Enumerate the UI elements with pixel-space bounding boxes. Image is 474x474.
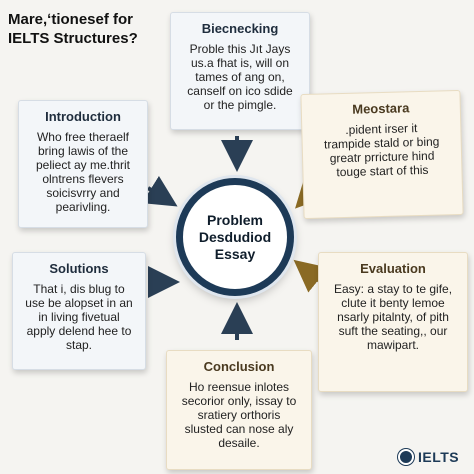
card-mid-right-heading: Meostara (352, 100, 410, 117)
card-introduction-line: Who free theraelf (36, 130, 130, 144)
card-introduction-heading: Introduction (45, 109, 121, 124)
card-evaluation: Evaluation Easy: a stay to te gife, clut… (318, 252, 468, 392)
arrow-intro (141, 175, 178, 207)
card-conclusion-line: secorior only, issay to (181, 394, 297, 408)
card-solutions-line: use be alopset in an (25, 296, 133, 310)
card-top-line: tames of ang on, (195, 70, 285, 84)
card-evaluation-line: clute it benty lemoe (341, 296, 445, 310)
central-hub: Problem Desdudiod Essay (176, 178, 294, 296)
card-conclusion-heading: Conclusion (203, 359, 275, 374)
card-introduction-line: bring lawis of the (37, 144, 129, 158)
card-conclusion-line: desaile. (218, 436, 260, 450)
hub-line: Problem (206, 211, 263, 228)
card-introduction-line: peliect ay me.thrit (35, 158, 131, 172)
logo-text: IELTS (418, 449, 460, 465)
card-solutions-line: That i, dis blug to (33, 282, 125, 296)
hub-line: Desdudiod (198, 228, 272, 245)
card-introduction-line: olntrens flevers (42, 172, 124, 186)
card-top-heading: Biecnecking (201, 21, 279, 36)
card-evaluation-line: Easy: a stay to te gife, (333, 282, 453, 296)
card-solutions: Solutions That i, dis blug to use be alo… (12, 252, 146, 370)
card-introduction: Introduction Who free theraelf bring law… (18, 100, 148, 228)
card-solutions-line: apply delend hee to (26, 324, 132, 338)
card-evaluation-line: suft the seating,, our (338, 324, 448, 338)
card-mid-right: Meostara .pident irser it trampide stald… (300, 89, 464, 220)
card-evaluation-line: mawipart. (366, 338, 419, 352)
card-solutions-line: stap. (65, 338, 92, 352)
ielts-logo: IELTS (398, 447, 459, 467)
globe-icon (398, 449, 414, 465)
card-top: Biecnecking Proble this Jıt Jays us.a fh… (170, 12, 310, 130)
card-top-line: us.a fhat is, will on (190, 56, 290, 70)
card-conclusion-line: slusted can nose aly (184, 422, 294, 436)
hub-line: Essay (214, 245, 256, 262)
card-top-line: canself on ico sdide (187, 84, 293, 98)
card-conclusion-line: sratiery orthoris (197, 408, 281, 422)
card-top-line: Proble this Jıt Jays (189, 42, 291, 56)
card-solutions-heading: Solutions (49, 261, 109, 276)
card-conclusion-line: Ho reensue inlotes (188, 380, 290, 394)
card-top-line: or the pimgle. (203, 98, 277, 112)
card-evaluation-line: nsarly pitalnty, of pith (337, 310, 449, 324)
card-evaluation-heading: Evaluation (360, 261, 426, 276)
card-introduction-line: pearivling. (55, 200, 111, 214)
diagram-title: Mare,ʻtionesef for IELTS Structures? (8, 11, 138, 47)
card-introduction-line: soicisvrry and (46, 186, 120, 200)
card-conclusion: Conclusion Ho reensue inlotes secorior o… (166, 350, 312, 470)
card-solutions-line: in living fivetual (38, 310, 120, 324)
